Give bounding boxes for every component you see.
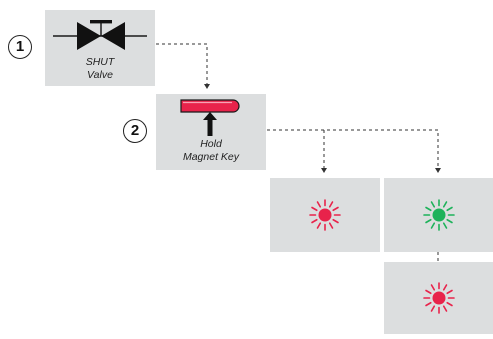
led-ray: [446, 206, 453, 212]
valve-icon: [53, 20, 147, 50]
arrowhead-icon: [204, 84, 210, 89]
magnet-key-icon: [180, 99, 240, 136]
step1-caption-line2: Valve: [87, 69, 113, 81]
led-ray: [316, 222, 322, 229]
led-dot: [432, 291, 446, 305]
led-ray: [430, 201, 436, 208]
led-ray: [332, 218, 339, 224]
connector-step2-to-outcomes: [267, 129, 439, 168]
red-led-flash-icon: [309, 199, 341, 231]
arrowhead-icon: [435, 168, 441, 173]
led-ray: [328, 222, 334, 229]
outcome-red-panel: [270, 178, 380, 252]
led-ray: [430, 222, 436, 229]
led-ray: [425, 206, 432, 212]
step2-number-badge: 2: [123, 119, 147, 143]
led-ray: [430, 305, 436, 312]
led-ray: [311, 218, 318, 224]
led-ray: [316, 201, 322, 208]
led-ray: [446, 301, 453, 307]
led-ray: [311, 206, 318, 212]
step1-number-badge: 1: [8, 35, 32, 59]
led-dot: [432, 208, 446, 222]
led-ray: [442, 201, 448, 208]
led-ray: [425, 301, 432, 307]
led-ray: [425, 289, 432, 295]
step2-caption-line2: Magnet Key: [182, 151, 240, 163]
led-ray: [446, 218, 453, 224]
led-ray: [442, 222, 448, 229]
arrowhead-icon: [321, 168, 327, 173]
led-dot: [318, 208, 332, 222]
led-ray: [332, 206, 339, 212]
led-ray: [442, 305, 448, 312]
step1-panel: SHUT Valve: [45, 10, 155, 86]
led-ray: [425, 218, 432, 224]
red-led-flash-icon: [423, 282, 455, 314]
outcome-green-panel: [384, 178, 493, 252]
step1-caption-line1: SHUT: [85, 56, 115, 68]
step2-caption-line1: Hold: [200, 138, 222, 150]
led-ray: [446, 289, 453, 295]
green-led-flash-icon: [423, 199, 455, 231]
led-ray: [328, 201, 334, 208]
led-ray: [430, 284, 436, 291]
led-ray: [442, 284, 448, 291]
connector-step1-to-step2: [156, 43, 208, 84]
step2-panel: Hold Magnet Key: [156, 94, 266, 170]
outcome-red-after-green-panel: [384, 262, 493, 334]
